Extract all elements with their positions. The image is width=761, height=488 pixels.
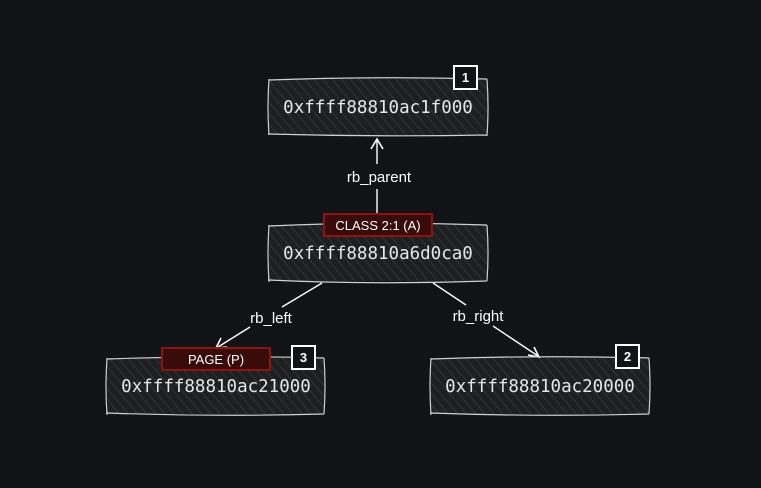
node-left: 0xffff88810ac21000 PAGE (P) 3 <box>105 345 326 416</box>
node-right-border <box>429 356 651 416</box>
edge-left-lower-segment <box>217 326 251 348</box>
edge-rb-parent: rb_parent <box>347 137 412 213</box>
edge-label-rb-parent: rb_parent <box>347 169 412 186</box>
node-address: 0xffff88810ac21000 <box>121 377 311 397</box>
node-address: 0xffff88810ac20000 <box>445 377 635 397</box>
node-top-border <box>267 77 489 137</box>
edge-rb-left: rb_left <box>214 282 323 349</box>
edge-left-upper-segment <box>281 282 323 308</box>
node-badge <box>453 65 478 90</box>
edge-label-rb-right: rb_right <box>453 308 505 325</box>
node-page-tag <box>161 347 271 371</box>
node-class-tag-label: CLASS 2:1 (A) <box>335 218 420 233</box>
node-address: 0xffff88810a6d0ca0 <box>283 244 473 264</box>
edge-label-rb-left: rb_left <box>250 310 293 327</box>
arrowhead-icon <box>370 137 384 150</box>
edge-right-lower-segment <box>492 325 539 357</box>
node-page-tag-label: PAGE (P) <box>188 352 244 367</box>
node-right: 0xffff88810ac20000 2 <box>429 344 651 416</box>
node-address: 0xffff88810ac1f000 <box>283 98 473 118</box>
node-middle: 0xffff88810a6d0ca0 CLASS 2:1 (A) <box>267 213 489 284</box>
node-badge-number: 1 <box>462 70 469 85</box>
node-badge <box>615 344 640 369</box>
node-badge <box>291 345 316 370</box>
node-class-tag <box>323 213 433 237</box>
edge-right-upper-segment <box>432 282 467 306</box>
node-badge-number: 3 <box>300 350 307 365</box>
node-top: 0xffff88810ac1f000 1 <box>267 65 489 137</box>
node-right-fill <box>431 358 649 414</box>
edge-rb-right: rb_right <box>432 282 541 359</box>
node-top-fill <box>269 79 487 135</box>
node-badge-number: 2 <box>624 349 631 364</box>
